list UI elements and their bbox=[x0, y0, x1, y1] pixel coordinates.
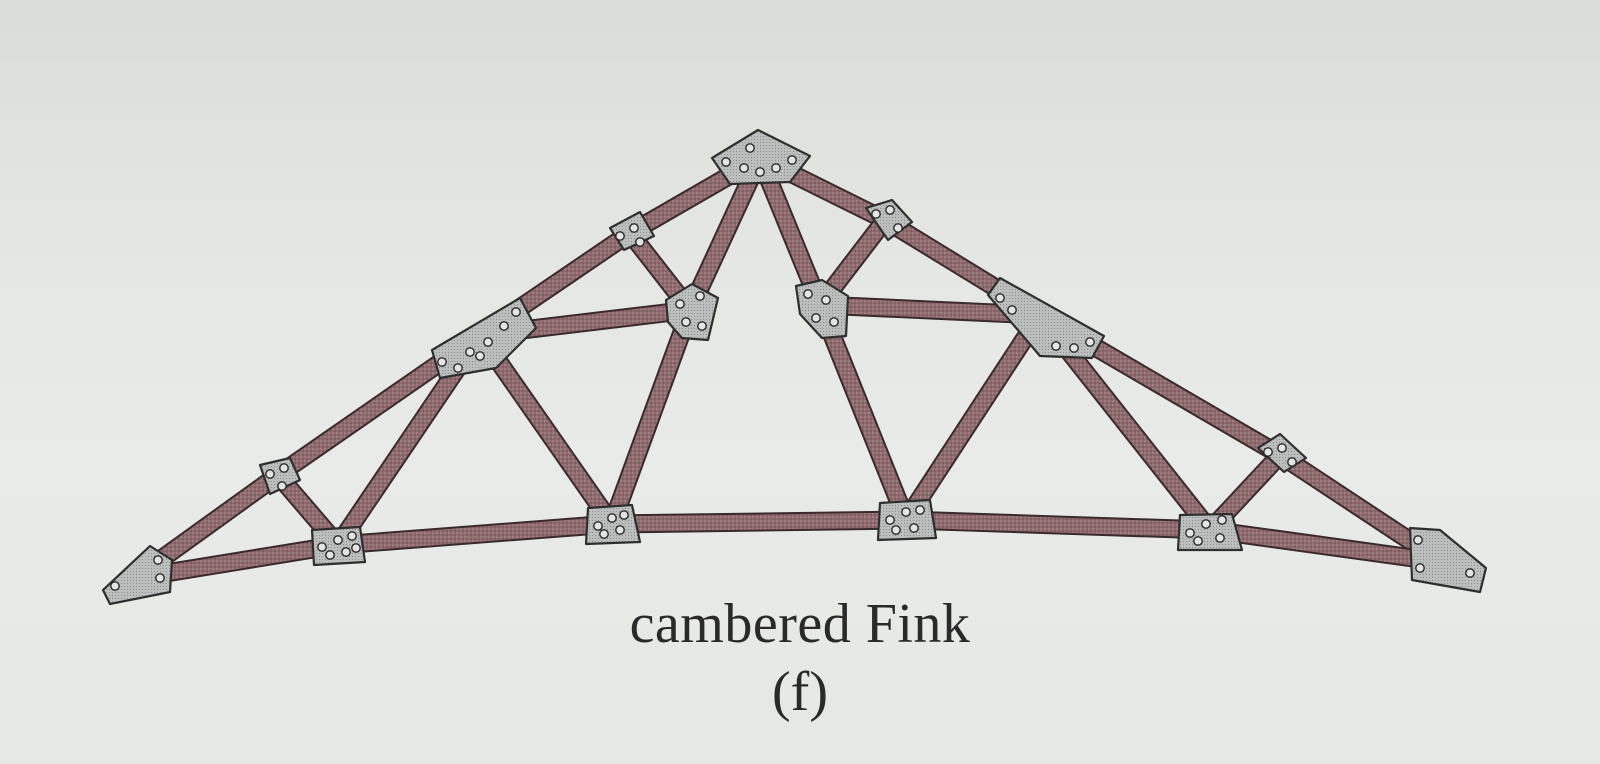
bolt-B3-0 bbox=[885, 515, 895, 525]
bolt-T2-3 bbox=[483, 337, 493, 347]
bolt-AP-0 bbox=[721, 157, 731, 167]
gusset-plate-AP bbox=[710, 128, 812, 186]
member-B2-B3 bbox=[611, 512, 907, 532]
bolt-V2-1 bbox=[821, 295, 831, 305]
truss-members bbox=[129, 149, 1448, 588]
gusset-plate-T2 bbox=[430, 296, 538, 380]
bolt-B4-2 bbox=[1217, 515, 1227, 525]
bolt-LE-2 bbox=[155, 573, 165, 583]
bolt-B4-1 bbox=[1201, 519, 1211, 529]
bolt-T2-0 bbox=[437, 357, 447, 367]
member-B1-B2 bbox=[337, 516, 613, 553]
bolt-B3-3 bbox=[891, 525, 901, 535]
bolt-T6-2 bbox=[1287, 457, 1297, 467]
bolt-B4-4 bbox=[1215, 533, 1225, 543]
bolt-T4-1 bbox=[885, 205, 895, 215]
bolt-B3-1 bbox=[901, 507, 911, 517]
figure-caption: cambered Fink bbox=[629, 593, 971, 655]
bolt-T1-0 bbox=[265, 469, 275, 479]
gusset-plates bbox=[101, 128, 1488, 606]
bolt-T2-6 bbox=[475, 351, 485, 361]
bolt-V1-0 bbox=[675, 299, 685, 309]
bolt-B1-0 bbox=[317, 542, 327, 552]
bolt-T1-2 bbox=[277, 481, 287, 491]
bolt-T5-2 bbox=[1051, 341, 1061, 351]
member-V1-B2 bbox=[604, 307, 698, 527]
bolt-V2-0 bbox=[803, 289, 813, 299]
bolt-V1-1 bbox=[695, 291, 705, 301]
gusset-plate-T5 bbox=[986, 276, 1106, 360]
figure-label: (f) bbox=[772, 661, 828, 723]
bolt-RE-2 bbox=[1465, 568, 1475, 578]
bolt-T4-0 bbox=[871, 209, 881, 219]
bolt-AP-5 bbox=[745, 143, 755, 153]
bolt-V2-2 bbox=[811, 313, 821, 323]
bolt-B2-1 bbox=[607, 513, 617, 523]
bolt-RE-1 bbox=[1415, 563, 1425, 573]
bolt-B4-3 bbox=[1193, 536, 1203, 546]
bolt-LE-1 bbox=[153, 555, 163, 565]
bolt-T2-4 bbox=[499, 321, 509, 331]
gusset-plate-T1 bbox=[258, 456, 302, 496]
bolt-T3-0 bbox=[615, 231, 625, 241]
bolt-V1-3 bbox=[697, 321, 707, 331]
bolt-V1-2 bbox=[681, 317, 691, 327]
bolt-T5-4 bbox=[1085, 337, 1095, 347]
bolt-RE-0 bbox=[1413, 535, 1423, 545]
bolt-AP-2 bbox=[755, 167, 765, 177]
bolt-LE-0 bbox=[110, 581, 120, 591]
bolt-B1-4 bbox=[341, 547, 351, 557]
bolt-T2-2 bbox=[465, 347, 475, 357]
bolt-T1-1 bbox=[279, 463, 289, 473]
bolt-B4-0 bbox=[1185, 528, 1195, 538]
bolt-B1-3 bbox=[325, 550, 335, 560]
bolt-B1-1 bbox=[333, 535, 343, 545]
member-T2-B2 bbox=[473, 330, 619, 529]
bolt-T6-1 bbox=[1277, 443, 1287, 453]
bolt-T6-0 bbox=[1263, 447, 1273, 457]
bolt-T2-1 bbox=[453, 363, 463, 373]
bolt-B2-3 bbox=[599, 529, 609, 539]
bolt-B1-2 bbox=[347, 531, 357, 541]
bolt-V2-3 bbox=[829, 317, 839, 327]
bolt-T5-0 bbox=[995, 293, 1005, 303]
bolt-B3-2 bbox=[915, 505, 925, 515]
bolt-AP-4 bbox=[787, 155, 797, 165]
bolt-T3-1 bbox=[629, 223, 639, 233]
bolt-T5-1 bbox=[1007, 305, 1017, 315]
bolt-B1-5 bbox=[351, 543, 361, 553]
bolt-B2-0 bbox=[593, 521, 603, 531]
member-T5-B3 bbox=[899, 310, 1047, 525]
bolt-AP-1 bbox=[739, 163, 749, 173]
bolt-T5-3 bbox=[1069, 343, 1079, 353]
bolt-T3-2 bbox=[635, 237, 645, 247]
bolt-T2-5 bbox=[511, 307, 521, 317]
bolt-B2-4 bbox=[615, 525, 625, 535]
bolt-T4-2 bbox=[893, 223, 903, 233]
bolt-AP-3 bbox=[771, 163, 781, 173]
bolt-B2-2 bbox=[619, 510, 629, 520]
member-B3-B4 bbox=[905, 512, 1211, 538]
member-B4-RE bbox=[1208, 522, 1444, 570]
member-V2-B3 bbox=[813, 302, 913, 523]
bolt-B3-4 bbox=[909, 523, 919, 533]
